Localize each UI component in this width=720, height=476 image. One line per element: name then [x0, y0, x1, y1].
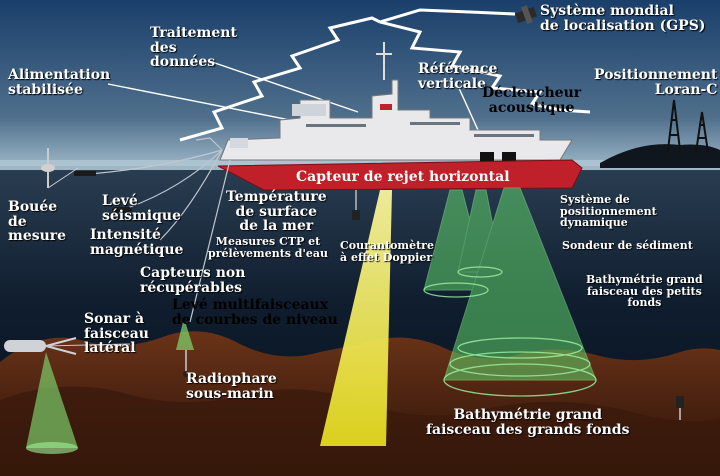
green-beams: [423, 187, 597, 381]
label-capteur-rejet-horizontal: Capteur de rejet horizontal: [296, 169, 510, 185]
label-bathy-petits-fonds: Bathymétrie grand faisceau des petits fo…: [586, 273, 703, 310]
label-gps: Système mondial de localisation (GPS): [540, 3, 706, 34]
label-temperature-surface: Température de surface de la mer: [226, 189, 327, 235]
ctp-probe: [352, 190, 360, 220]
seismic-streamer: [74, 171, 96, 176]
label-positionnement-dynamique: Système de positionnement dynamique: [560, 193, 657, 230]
label-intensite-magnetique: Intensité magnétique: [90, 227, 184, 258]
label-loran: Positionnement Loran-C: [594, 67, 718, 98]
sonar-beam: [26, 352, 78, 448]
green-beam-footprints: [423, 266, 597, 397]
towed-cables: [89, 137, 231, 323]
label-courantometre: Courantomètre à effet Doppier: [340, 239, 434, 264]
loran-towers: [667, 99, 709, 153]
signal-bolts: [179, 8, 591, 142]
label-radiophare: Radiophare sous-marin: [186, 371, 277, 402]
ship: [219, 42, 573, 162]
acoustic-beacon: [676, 396, 684, 420]
label-leve-multifaisceaux: Levé multifaisceaux de courbes de niveau: [172, 297, 338, 328]
label-reference-verticale: Référence verticale: [418, 61, 498, 92]
label-declencheur-acoustique: Déclencheur acoustique: [482, 85, 582, 116]
label-sondeur-sediment: Sondeur de sédiment: [562, 239, 693, 252]
label-alimentation: Alimentation stabilisée: [8, 67, 111, 98]
coastline: [600, 144, 720, 168]
label-bouee-mesure: Bouée de mesure: [8, 199, 67, 245]
yellow-beam: [320, 190, 392, 446]
expendable-sensor: [176, 318, 194, 377]
label-traitement: Traitement des données: [150, 25, 237, 71]
magnetometer: [112, 207, 132, 213]
label-leve-sismique: Levé séismique: [102, 193, 181, 224]
label-capteurs-non-recuperables: Capteurs non récupérables: [140, 265, 246, 296]
satellite: [514, 5, 538, 25]
side-scan-sonar: [4, 337, 131, 454]
ship-hull: [217, 159, 583, 191]
label-bathy-grands-fonds: Bathymétrie grand faisceau des grands fo…: [426, 407, 630, 438]
measurement-buoy: [41, 148, 79, 189]
label-sonar-lateral: Sonar à faisceau latéral: [84, 311, 149, 357]
label-mesures-ctp: Measures CTP et prélèvements d'eau: [208, 235, 328, 260]
